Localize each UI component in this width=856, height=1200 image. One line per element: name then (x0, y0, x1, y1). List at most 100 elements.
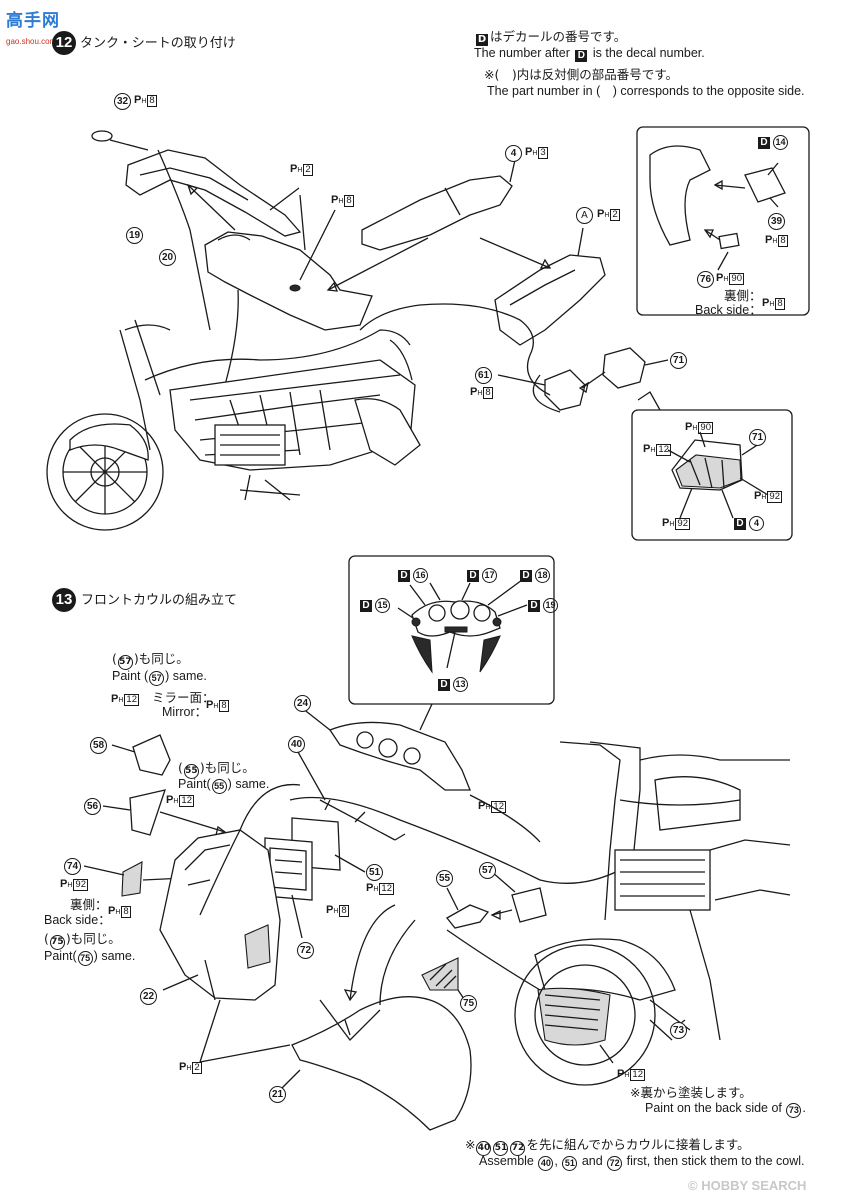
step-13-title: フロントカウルの組み立て (81, 593, 238, 608)
part-61-shape (544, 369, 586, 411)
part-4-seat-shape (361, 175, 513, 251)
note-57-same-jp: (57)も同じ。 (112, 651, 189, 670)
part-71-detail-label: 71 (749, 429, 766, 446)
motorcycle-illustration-top (46, 319, 421, 531)
arrow-tailcowl (479, 237, 551, 269)
part-58-label: 58 (90, 737, 107, 754)
step-12-title: タンク・シートの取り付け (80, 36, 236, 51)
leader-24 (301, 707, 331, 731)
note-75-same-jp: (75)も同じ。 (44, 931, 121, 950)
arrowhead-57 (490, 909, 501, 921)
arrowhead-tailcowl (539, 258, 552, 269)
tank-hole (289, 284, 301, 292)
arrowhead-seat (326, 281, 338, 292)
arrow-seat (327, 237, 429, 291)
back-side-jp-2: 裏側： (70, 897, 108, 912)
leader-56 (102, 805, 131, 811)
leader-39 (769, 197, 779, 208)
leader-ph2-lower (199, 999, 291, 1063)
part-24-gauge-a (356, 731, 374, 749)
part-74-label: 74 (64, 858, 81, 875)
light-detail-lines (689, 457, 725, 489)
part-72-label: 72 (297, 942, 314, 959)
note-75-same-en: Paint(75) same. (44, 949, 135, 966)
part-73-label: 73 (670, 1022, 687, 1039)
leader-55-57 (446, 871, 516, 911)
light-detail-leaders (667, 431, 769, 519)
arrow-56 (159, 811, 226, 833)
guide-curve-cap (157, 149, 211, 331)
part-20-tank-shape (204, 231, 373, 331)
leader-58 (111, 744, 136, 753)
part-51-label: 51 (366, 864, 383, 881)
leader-71 (644, 359, 669, 366)
legend-decal-en: The number after D is the decal number. (474, 46, 705, 62)
tailcowl-detail (509, 269, 576, 306)
part-39-label: 39 (768, 213, 785, 230)
part-75-label: 75 (460, 995, 477, 1012)
leader-ph2 (269, 187, 306, 251)
guide-curve-e (446, 929, 541, 991)
detail-box-plate (636, 126, 810, 316)
step-12-badge: 12 (52, 31, 76, 55)
leader-73 (649, 1019, 673, 1041)
back-side-en-1: Back side： (695, 303, 762, 317)
part-19-label: 19 (126, 227, 143, 244)
assemble-note-en: Assemble 40, 51 and 72 first, then stick… (479, 1154, 805, 1171)
meter-lamp-right (492, 617, 502, 627)
part-22-tab (204, 959, 216, 1001)
back-side-jp-1: 裏側： (724, 288, 762, 303)
watermark-chars: 高手网 (6, 11, 60, 30)
leader-76 (717, 251, 729, 271)
part-75-shape (421, 957, 459, 991)
arrowhead-71 (578, 381, 589, 394)
arrowhead-c (343, 989, 358, 1002)
leader-a (577, 227, 584, 257)
watermark-url: gao.shou.com (6, 37, 57, 46)
part-56-shape (129, 789, 166, 836)
part-24-label: 24 (294, 695, 311, 712)
part-22-detail (184, 844, 231, 886)
guide-curve-d (379, 919, 416, 1006)
mirror-jp: ミラー面： (152, 690, 215, 705)
part-22-vent (244, 924, 271, 969)
plate-arrow (714, 184, 746, 189)
guide-curve-tail (359, 303, 551, 396)
leader-61 (497, 374, 546, 386)
leader-4 (509, 159, 516, 183)
part-24-shape (329, 721, 471, 791)
arrow-57 (491, 909, 513, 916)
guide-curve-a (199, 783, 301, 916)
part-61-label: 61 (475, 367, 492, 384)
part-32-label: 32 (114, 93, 131, 110)
guide-curve-tank (224, 289, 239, 386)
guide-curve-light (532, 374, 561, 413)
watermark-name: HOBBY SEARCH (701, 1178, 807, 1193)
arrow-19 (187, 184, 236, 231)
watermark-copyright: © (688, 1178, 698, 1193)
part-71-shape (602, 347, 646, 389)
seat-seam (444, 187, 461, 216)
part-40-label: 40 (288, 736, 305, 753)
part-75-hatch (429, 963, 457, 989)
note-55-same-jp: (55)も同じ。 (178, 760, 255, 779)
